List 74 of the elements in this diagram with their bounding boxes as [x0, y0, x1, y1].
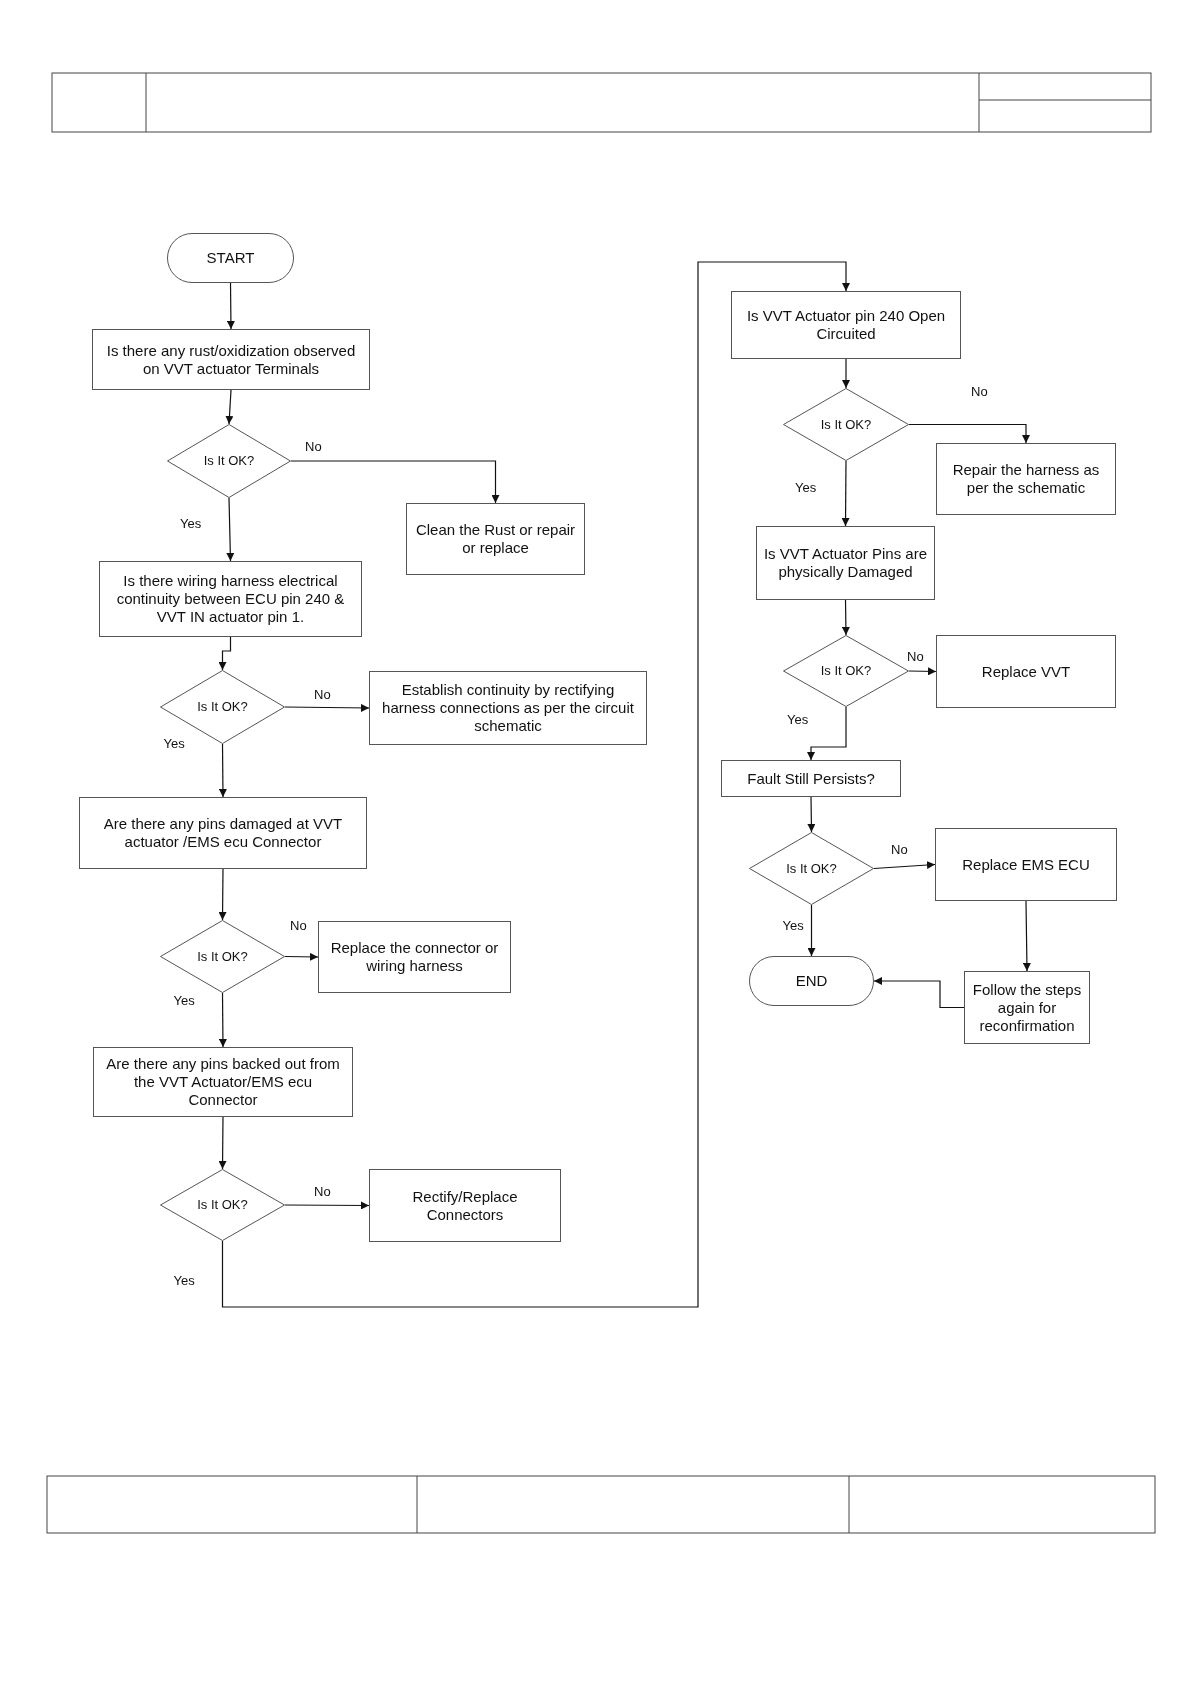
- node-text: Replace EMS ECU: [962, 855, 1090, 874]
- node-text: Is It OK?: [786, 860, 837, 877]
- arrow: [218, 1116, 227, 1170]
- arrow: [218, 743, 227, 798]
- node-text: Follow the steps again for reconfirmation: [971, 980, 1083, 1035]
- arrow: [225, 389, 234, 425]
- process-box: [318, 921, 511, 993]
- node-text: Are there any pins damaged at VVT actuator /EMS ecu Connector: [102, 815, 344, 851]
- arrow: [873, 861, 936, 870]
- node-text: Is It OK?: [197, 1197, 248, 1213]
- decision-diamond: [749, 832, 874, 905]
- node-text: Is there wiring harness electrical continuity between ECU pin 240 & VVT IN actuator pin 1.: [115, 572, 346, 626]
- arrow: [284, 703, 370, 712]
- process-box: [936, 635, 1116, 708]
- node-text: Are there any pins backed out from the VVT Actuator/EMS ecu Connector: [105, 1055, 341, 1109]
- arrow: [807, 796, 816, 833]
- arrow: [226, 282, 235, 330]
- edge-label: No: [890, 842, 909, 857]
- node-text: Is It OK?: [197, 948, 248, 965]
- terminal-box: [167, 233, 294, 283]
- decision-diamond: [160, 1169, 285, 1241]
- process-box: [406, 503, 585, 575]
- node-text: Is It OK?: [820, 416, 872, 433]
- process-box: [935, 828, 1117, 901]
- arrow: [908, 667, 937, 676]
- arrow: [221, 261, 850, 1308]
- node-text: Is VVT Actuator Pins are physically Damaged: [762, 545, 929, 581]
- node-text: Establish continuity by rectifying harness connections as per the circuit schematic: [381, 681, 635, 735]
- node-text: Rectify/Replace Connectors: [411, 1187, 519, 1224]
- arrow: [842, 358, 850, 389]
- arrow: [218, 992, 227, 1048]
- node-text: Clean the Rust or repair or replace: [414, 521, 577, 557]
- process-box: [756, 526, 935, 600]
- node-text: START: [206, 249, 255, 267]
- arrow: [218, 636, 232, 671]
- arrow: [873, 977, 965, 1009]
- edge-label: No: [970, 384, 989, 399]
- decision-diamond: [160, 920, 285, 993]
- node-text: Repair the harness as per the schematic: [951, 461, 1101, 497]
- decision-diamond: [167, 424, 291, 498]
- node-text: Replace the connector or wiring harness: [329, 939, 500, 975]
- node-text: Is there any rust/oxidization observed on VVT actuator Terminals: [105, 341, 357, 378]
- process-box: [92, 329, 370, 390]
- process-box: [369, 671, 647, 745]
- node-text: Is It OK?: [203, 453, 255, 469]
- arrow: [284, 1201, 370, 1210]
- process-box: [721, 760, 901, 797]
- arrow: [284, 952, 319, 961]
- node-text: Is It OK?: [197, 699, 248, 715]
- arrow: [841, 599, 850, 636]
- node-text: END: [795, 972, 828, 990]
- arrow: [841, 460, 850, 527]
- process-box: [93, 1047, 353, 1117]
- node-text: Replace VVT: [981, 662, 1071, 681]
- node-text: Fault Still Persists?: [747, 769, 875, 788]
- arrow: [226, 497, 235, 562]
- arrow: [807, 706, 847, 761]
- terminal-box: [749, 956, 874, 1006]
- node-text: Is VVT Actuator pin 240 Open Circuited: [745, 307, 947, 343]
- arrow: [290, 460, 500, 504]
- process-box: [99, 561, 362, 637]
- process-box: [731, 291, 961, 359]
- process-box: [964, 971, 1090, 1044]
- node-text: Is It OK?: [820, 663, 872, 679]
- arrow: [908, 423, 1030, 444]
- edge-label: No: [289, 918, 308, 933]
- decision-diamond: [783, 635, 909, 707]
- arrow: [1022, 900, 1031, 972]
- process-box: [369, 1169, 561, 1242]
- decision-diamond: [783, 388, 909, 461]
- arrow: [218, 868, 227, 921]
- process-box: [79, 797, 367, 869]
- arrow: [807, 904, 816, 957]
- process-box: [936, 443, 1116, 515]
